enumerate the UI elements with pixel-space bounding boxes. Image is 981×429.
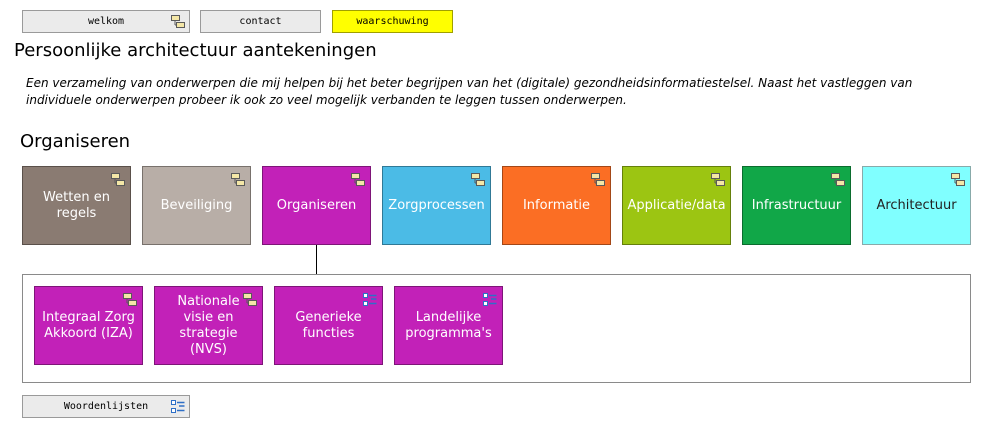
sub-item-landelijke-programma-s[interactable]: Landelijke programma's — [394, 286, 503, 365]
list-icon — [483, 293, 497, 307]
category-infrastructuur[interactable]: Infrastructuur — [742, 166, 851, 245]
welkom-button[interactable]: welkom — [22, 10, 190, 33]
sub-item-label: Integraal Zorg Akkoord (IZA) — [42, 309, 135, 341]
category-organiseren[interactable]: Organiseren — [262, 166, 371, 245]
model-icon — [123, 293, 137, 307]
waarschuwing-label: waarschuwing — [356, 16, 429, 27]
model-icon — [591, 173, 605, 187]
model-icon — [243, 293, 257, 307]
category-label: Zorgprocessen — [388, 197, 485, 213]
model-icon — [831, 173, 845, 187]
category-architectuur[interactable]: Architectuur — [862, 166, 971, 245]
sub-item-nationale-visie-en-strategie-nvs[interactable]: Nationale visie en strategie (NVS) — [154, 286, 263, 365]
category-label: Organiseren — [276, 197, 357, 213]
sub-item-label: Nationale visie en strategie (NVS) — [177, 293, 240, 357]
waarschuwing-button[interactable]: waarschuwing — [332, 10, 453, 33]
category-beveiliging[interactable]: Beveiliging — [142, 166, 251, 245]
model-icon — [351, 173, 365, 187]
category-label: Beveiliging — [160, 197, 233, 213]
category-label: Wetten en regels — [43, 189, 110, 221]
sub-item-label: Landelijke programma's — [405, 309, 492, 341]
category-label: Informatie — [522, 197, 591, 213]
section-title: Organiseren — [20, 131, 131, 152]
model-icon — [951, 173, 965, 187]
category-applicatie-data[interactable]: Applicatie/data — [622, 166, 731, 245]
welkom-label: welkom — [87, 16, 125, 27]
woordenlijsten-label: Woordenlijsten — [63, 401, 149, 412]
category-zorgprocessen[interactable]: Zorgprocessen — [382, 166, 491, 245]
sub-item-label: Generieke functies — [295, 309, 362, 341]
model-icon — [111, 173, 125, 187]
model-icon — [711, 173, 725, 187]
connector-line — [316, 245, 317, 274]
model-icon — [471, 173, 485, 187]
list-icon — [363, 293, 377, 307]
model-icon — [171, 15, 185, 29]
woordenlijsten-button[interactable]: Woordenlijsten — [22, 395, 190, 418]
sub-item-generieke-functies[interactable]: Generieke functies — [274, 286, 383, 365]
sub-item-integraal-zorg-akkoord-iza[interactable]: Integraal Zorg Akkoord (IZA) — [34, 286, 143, 365]
category-label: Infrastructuur — [751, 197, 842, 213]
list-icon — [171, 400, 185, 414]
category-wetten-en-regels[interactable]: Wetten en regels — [22, 166, 131, 245]
category-label: Architectuur — [876, 197, 957, 213]
page-title: Persoonlijke architectuur aantekeningen — [14, 40, 377, 61]
category-informatie[interactable]: Informatie — [502, 166, 611, 245]
intro-text: Een verzameling van onderwerpen die mij … — [26, 76, 913, 107]
contact-label: contact — [239, 16, 282, 27]
category-label: Applicatie/data — [627, 197, 726, 213]
model-icon — [231, 173, 245, 187]
contact-button[interactable]: contact — [200, 10, 321, 33]
